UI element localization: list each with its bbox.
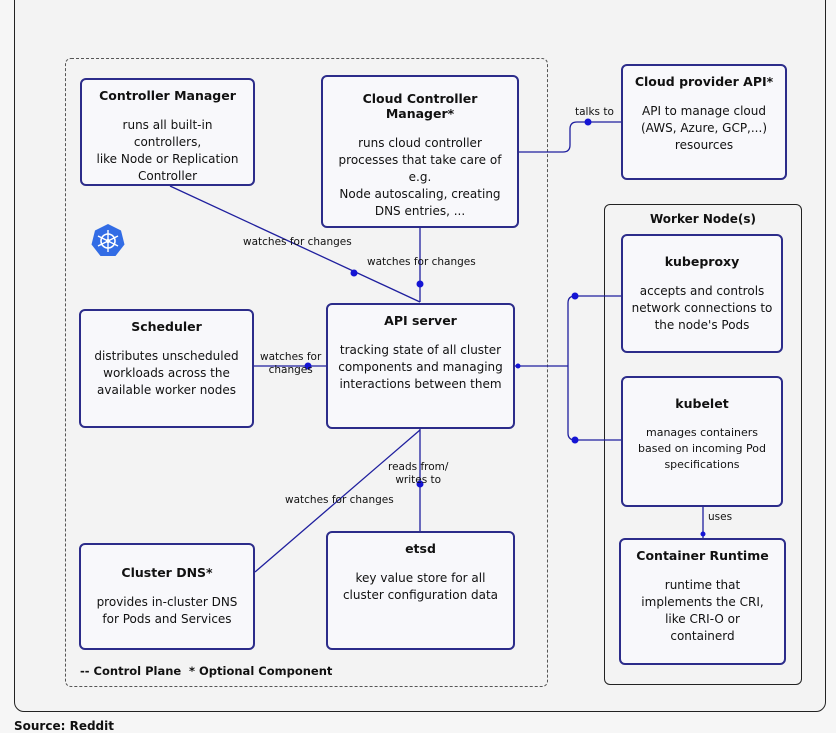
box-title: Controller Manager bbox=[99, 88, 236, 103]
edge-label-scheduler-api: watches for changes bbox=[260, 351, 322, 376]
edge-dot bbox=[571, 292, 579, 300]
etsd-box: etsd key value store for all cluster con… bbox=[326, 531, 515, 650]
scheduler-box: Scheduler distributes unscheduled worklo… bbox=[79, 309, 254, 428]
box-title: Scheduler bbox=[131, 319, 202, 334]
edge-api-worker bbox=[515, 295, 621, 441]
cloud-provider-api-box: Cloud provider API* API to manage cloud … bbox=[621, 64, 787, 180]
kubeproxy-box: kubeproxy accepts and controls network c… bbox=[621, 234, 783, 353]
cloud-controller-manager-box: Cloud Controller Manager* runs cloud con… bbox=[321, 75, 519, 228]
box-title: API server bbox=[384, 313, 457, 328]
box-title: Cloud provider API* bbox=[634, 74, 774, 89]
edge-dns-api bbox=[254, 429, 421, 573]
edge-label-kubelet-cr: uses bbox=[708, 511, 733, 523]
worker-node-title: Worker Node(s) bbox=[650, 212, 756, 226]
kubelet-box: kubelet manages containers based on inco… bbox=[621, 376, 783, 507]
box-title: Cluster DNS* bbox=[121, 565, 213, 580]
edge-label-ccm-cloud: talks to bbox=[575, 106, 614, 118]
edge-cm-api bbox=[169, 185, 421, 303]
edge-dot bbox=[416, 280, 424, 288]
box-desc: API to manage cloud (AWS, Azure, GCP,...… bbox=[641, 104, 767, 152]
edge-label-dns-api: watches for changes bbox=[285, 494, 394, 506]
box-desc: runs all built-in controllers, like Node… bbox=[96, 118, 239, 183]
box-title: etsd bbox=[405, 541, 436, 556]
edge-dot bbox=[515, 363, 521, 369]
box-desc: runs cloud controller processes that tak… bbox=[338, 136, 502, 218]
box-desc: manages containers based on incoming Pod… bbox=[638, 426, 766, 471]
container-runtime-box: Container Runtime runtime that implement… bbox=[619, 538, 786, 665]
edge-label-ccm-api: watches for changes bbox=[367, 256, 476, 268]
edge-dot bbox=[571, 436, 579, 444]
controller-manager-box: Controller Manager runs all built-in con… bbox=[80, 78, 255, 186]
edge-dot bbox=[584, 118, 592, 126]
edge-dot bbox=[416, 480, 424, 488]
api-server-box: API server tracking state of all cluster… bbox=[326, 303, 515, 429]
legend-control-plane: -- Control Plane bbox=[80, 664, 182, 678]
box-desc: distributes unscheduled workloads across… bbox=[94, 349, 239, 397]
edge-ccm-cloud bbox=[519, 121, 621, 153]
edge-label-cm-api: watches for changes bbox=[243, 236, 352, 248]
edge-dot bbox=[304, 362, 312, 370]
box-desc: accepts and controls network connections… bbox=[631, 284, 773, 332]
legend-optional: * Optional Component bbox=[189, 664, 333, 678]
source-caption: Source: Reddit bbox=[14, 719, 114, 733]
cluster-dns-box: Cluster DNS* provides in-cluster DNS for… bbox=[79, 543, 255, 650]
box-desc: key value store for all cluster configur… bbox=[342, 571, 499, 602]
box-desc: provides in-cluster DNS for Pods and Ser… bbox=[96, 595, 238, 626]
box-desc: tracking state of all cluster components… bbox=[338, 343, 503, 391]
edge-dot bbox=[350, 269, 358, 277]
kubernetes-helm-icon bbox=[91, 224, 125, 256]
control-plane-group bbox=[65, 58, 548, 687]
worker-node-group bbox=[604, 204, 802, 685]
box-title: Container Runtime bbox=[636, 548, 769, 563]
box-title: Cloud Controller Manager* bbox=[362, 91, 478, 121]
box-title: kubelet bbox=[675, 396, 729, 411]
edge-dot bbox=[700, 531, 706, 537]
edge-label-api-etsd: reads from/ writes to bbox=[388, 461, 449, 486]
box-desc: runtime that implements the CRI, like CR… bbox=[641, 578, 764, 643]
box-title: kubeproxy bbox=[664, 254, 740, 269]
